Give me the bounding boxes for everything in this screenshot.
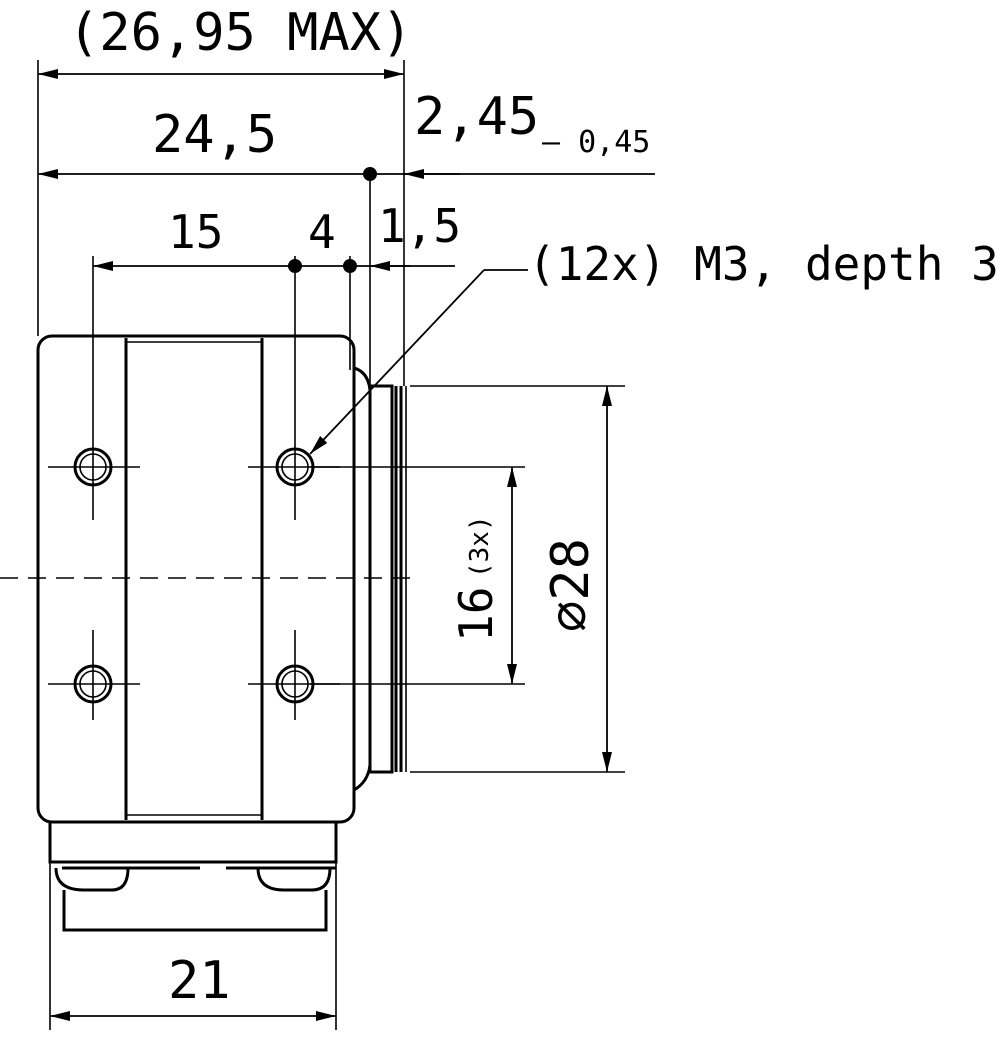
label-overall-max: (26,95 MAX) xyxy=(68,3,412,63)
dim-dot-4 xyxy=(343,259,357,273)
dimension-lines xyxy=(38,69,655,1021)
base-plate xyxy=(48,822,338,932)
housing-outline xyxy=(36,334,356,824)
callout-leader xyxy=(309,269,485,455)
foot-left xyxy=(54,867,130,892)
label-base-width: 21 xyxy=(168,951,231,1011)
label-flange-tolerance: – 0,45 xyxy=(542,125,650,160)
label-diameter: ⌀28 xyxy=(541,538,601,632)
label-15: 15 xyxy=(168,205,223,259)
label-flange-offset: 2,45 xyxy=(414,87,539,147)
lens-mount xyxy=(353,366,407,792)
label-body-length: 24,5 xyxy=(152,105,277,165)
label-1-5: 1,5 xyxy=(378,199,461,253)
label-callout: (12x) M3, depth 3 xyxy=(528,237,999,291)
camera-body xyxy=(36,334,356,824)
dim-dot-body xyxy=(363,167,377,181)
dimension-labels: (26,95 MAX) 24,5 2,45 – 0,45 15 4 1,5 (1… xyxy=(68,3,999,1011)
mount-ring xyxy=(368,384,394,774)
extension-lines xyxy=(37,60,625,1030)
foot-right xyxy=(256,867,332,892)
label-hole-pitch-group: 16 (3x) xyxy=(449,515,503,642)
label-hole-pitch: 16 xyxy=(449,587,503,642)
mounting-holes xyxy=(48,447,340,704)
dim-dot-15 xyxy=(288,259,302,273)
label-4: 4 xyxy=(308,205,336,259)
label-hole-pitch-count: (3x) xyxy=(465,515,495,578)
